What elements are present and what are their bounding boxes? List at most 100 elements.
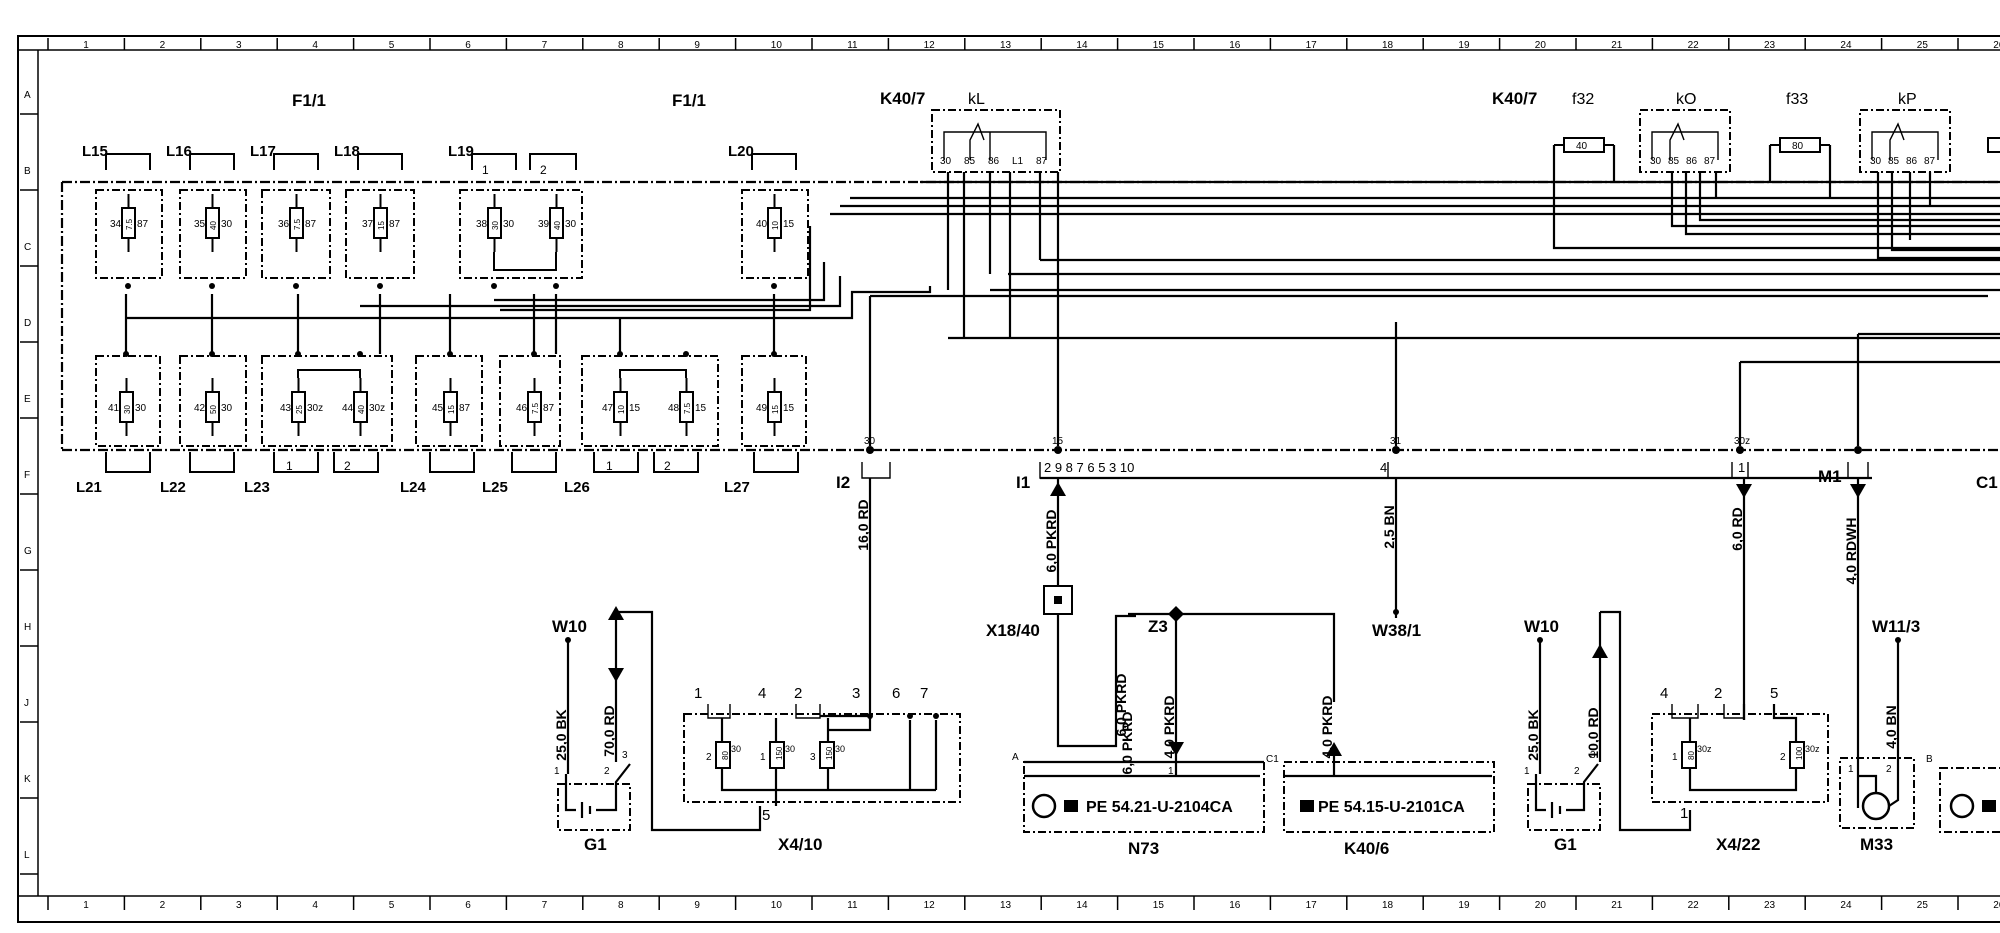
fuse-terminal: 87: [389, 219, 401, 230]
fuse-number: 47: [602, 403, 614, 414]
socket-label: L16: [166, 143, 192, 160]
fuse-terminal: 30z: [369, 403, 385, 414]
socket: [429, 452, 475, 473]
x4-22-pin: 1: [1680, 805, 1688, 822]
x4-10-fuse-terminal: 30: [835, 744, 845, 754]
row-letter: A: [24, 90, 31, 101]
wire-label: 25,0 BK: [1525, 709, 1541, 760]
column-number: 7: [542, 900, 548, 911]
socket: [105, 452, 151, 473]
i2-term: 30: [864, 436, 876, 447]
x4-10-fuse-number: 3: [810, 752, 816, 763]
fuse-rating: 15: [377, 221, 386, 230]
column-number: 7: [542, 40, 548, 51]
x4-10-pin: 3: [852, 685, 860, 702]
fuse-number: 37: [362, 219, 374, 230]
fuse-terminal: 87: [305, 219, 317, 230]
column-number: 1: [83, 900, 89, 911]
x4-10-fuse-rating: 150: [775, 746, 784, 760]
wire-label: 6,0 RD: [1729, 507, 1745, 551]
socket-label: L26: [564, 479, 590, 496]
relay-terminal: 85: [964, 156, 976, 167]
b-pin: B: [1926, 754, 1933, 765]
row-letter: C: [24, 242, 31, 253]
node-dot: [377, 283, 383, 289]
f1-label-right: F1/1: [672, 91, 706, 110]
node-dot: [357, 351, 363, 357]
k40-7-label-right: K40/7: [1492, 89, 1537, 108]
x4-10-pin: 6: [892, 685, 900, 702]
relay-terminal: 85: [1888, 156, 1900, 167]
column-number: 16: [1229, 900, 1241, 911]
socket-pin: 1: [286, 459, 293, 473]
m33-pin-2: 2: [1886, 764, 1892, 775]
row-letter: J: [24, 698, 29, 709]
w38-1-label: W38/1: [1372, 621, 1421, 640]
x4-22-block: [1651, 704, 1829, 803]
n73-label: N73: [1128, 839, 1159, 858]
column-number: 26: [1993, 900, 2000, 911]
l19-pin: 1: [482, 163, 489, 177]
x18-40-connector: [1043, 585, 1136, 748]
w10-left-label: W10: [552, 617, 587, 636]
column-number: 23: [1764, 900, 1776, 911]
column-number: 20: [1535, 900, 1547, 911]
relay-terminal: 87: [1036, 156, 1048, 167]
n73-pin-a: A: [1012, 752, 1019, 763]
column-number: 9: [694, 40, 700, 51]
kp-label: kP: [1898, 91, 1917, 108]
column-number: 22: [1688, 900, 1700, 911]
socket-label: L20: [728, 143, 754, 160]
column-number: 14: [1076, 900, 1088, 911]
x4-10-pin: 2: [794, 685, 802, 702]
column-number: 13: [1000, 900, 1012, 911]
fuse-terminal: 30: [221, 219, 233, 230]
relay-terminal: 85: [1668, 156, 1680, 167]
socket: [273, 452, 319, 473]
x4-10-pin: 1: [694, 685, 702, 702]
g1-left-battery: [557, 763, 631, 831]
fuse-terminal: 30: [135, 403, 147, 414]
z3-junction: [1128, 606, 1342, 776]
frame: [17, 35, 2000, 923]
fuse-terminal: 15: [783, 403, 795, 414]
f33-fuse: 80: [1770, 137, 1830, 153]
row-letter: B: [24, 166, 31, 177]
relay-terminal: 86: [988, 156, 1000, 167]
kl-relay: [931, 109, 1061, 173]
socket: [593, 452, 639, 473]
socket-label: L22: [160, 479, 186, 496]
column-number: 4: [312, 40, 318, 51]
column-number: 5: [389, 900, 395, 911]
m33-label: M33: [1860, 835, 1893, 854]
column-number: 13: [1000, 40, 1012, 51]
w10-right-ground: [1537, 610, 1692, 832]
f33-fuse-value: 80: [1792, 141, 1804, 152]
m33-pump: [1839, 637, 1915, 829]
wire-label: 4,0 RDWH: [1843, 518, 1859, 585]
wire-label: 4,0 BN: [1883, 705, 1899, 749]
column-number: 8: [618, 900, 624, 911]
relay-terminal: 87: [1704, 156, 1716, 167]
f32-fuse: 40: [1554, 137, 1614, 153]
relay-terminal: 30: [940, 156, 952, 167]
fuse-rating: 7.5: [531, 402, 540, 414]
fuse-rating: 7.5: [293, 218, 302, 230]
w38-pin: 4: [1380, 460, 1387, 475]
x18-40-label: X18/40: [986, 621, 1040, 640]
wire-label: 10,0 RD: [1585, 707, 1601, 758]
fuse-group: [499, 355, 561, 447]
g1-right-pin-3: 3: [1590, 750, 1596, 761]
fuse-rating: 40: [357, 405, 366, 414]
